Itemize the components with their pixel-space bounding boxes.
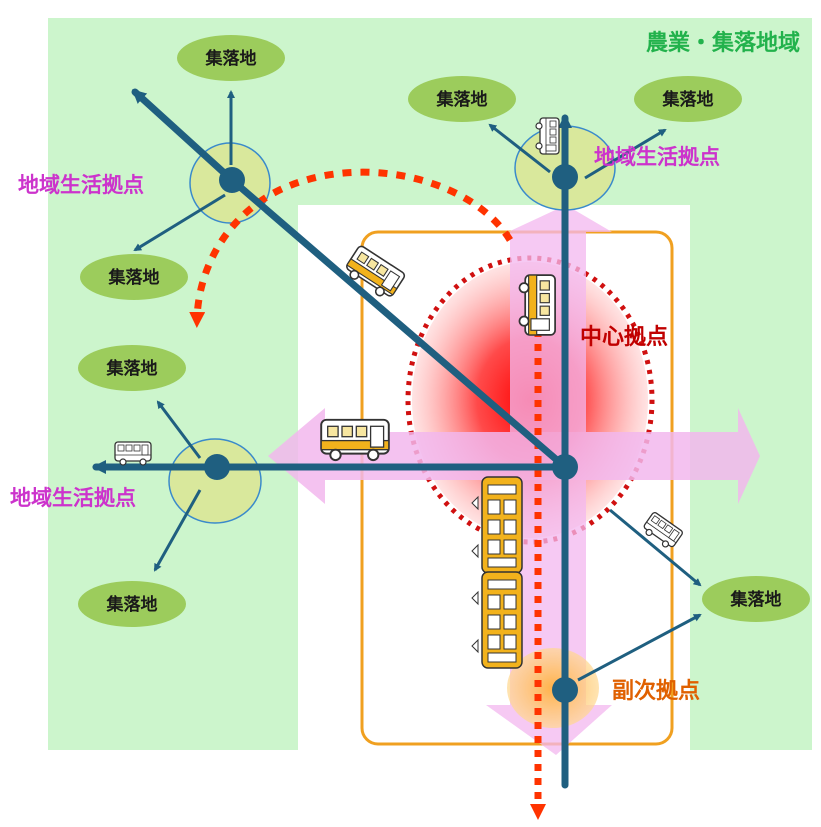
- local-hub-upper-left-label: 地域生活拠点: [18, 173, 144, 197]
- svg-text:集落地: 集落地: [205, 48, 257, 69]
- svg-text:集落地: 集落地: [108, 267, 160, 288]
- region-label: 農業・集落地域: [646, 30, 800, 56]
- train-icon: [471, 476, 523, 669]
- hub-nodes: [204, 164, 578, 703]
- pink-axis-arrows: [268, 205, 760, 755]
- svg-text:集落地: 集落地: [662, 89, 714, 110]
- svg-text:集落地: 集落地: [106, 358, 158, 379]
- settlement-lower-right: 集落地: [702, 576, 810, 622]
- svg-text:集落地: 集落地: [436, 89, 488, 110]
- branch-network-lines: [133, 90, 702, 682]
- svg-text:集落地: 集落地: [106, 594, 158, 615]
- svg-text:集落地: 集落地: [730, 589, 782, 610]
- sub-hub-label: 副次拠点: [612, 678, 700, 704]
- center-hub-label: 中心拠点: [580, 324, 668, 350]
- settlement-top-center: 集落地: [408, 76, 516, 122]
- dotted-arrow-curve: [189, 168, 513, 328]
- settlement-left-upper: 集落地: [78, 345, 186, 391]
- local-hub-left-circle: [168, 438, 262, 524]
- settlement-top-left: 集落地: [177, 35, 285, 81]
- settlement-upper-left-lower: 集落地: [80, 254, 188, 300]
- settlement-left-lower: 集落地: [78, 581, 186, 627]
- local-hub-left-label: 地域生活拠点: [10, 486, 136, 510]
- settlement-top-right: 集落地: [634, 76, 742, 122]
- local-hub-upper-right-label: 地域生活拠点: [594, 145, 720, 169]
- trunk-network-lines: [92, 88, 572, 789]
